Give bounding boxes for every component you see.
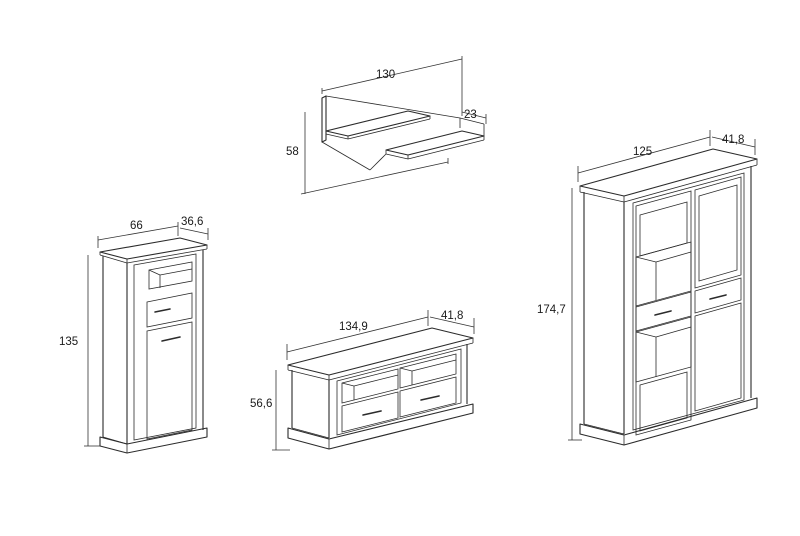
tall-cabinet <box>99 237 208 454</box>
display-cabinet-width-label: 125 <box>633 146 652 158</box>
tv-unit-dimensions: 134,9 41,8 56,6 <box>250 310 475 451</box>
shelf-width-label: 130 <box>376 69 395 81</box>
tv-unit <box>287 327 474 450</box>
display-cabinet <box>579 148 758 446</box>
display-cabinet-depth-label: 41,8 <box>722 134 744 146</box>
tv-unit-depth-label: 41,8 <box>441 310 463 322</box>
tv-unit-height-label: 56,6 <box>250 398 272 410</box>
display-cabinet-height-label: 174,7 <box>537 304 566 316</box>
shelf-height-label: 58 <box>286 146 299 158</box>
tall-cabinet-depth-label: 36,6 <box>181 216 203 228</box>
tv-unit-width-label: 134,9 <box>339 321 368 333</box>
display-cabinet-dimensions: 125 41,8 174,7 <box>537 130 756 441</box>
wall-shelf <box>321 95 485 171</box>
shelf-dimensions: 130 23 58 <box>286 56 487 195</box>
shelf-depth-label: 23 <box>464 109 477 121</box>
tall-cabinet-dimensions: 66 36,6 135 <box>59 216 209 447</box>
tall-cabinet-height-label: 135 <box>59 336 78 348</box>
tall-cabinet-width-label: 66 <box>130 220 143 232</box>
